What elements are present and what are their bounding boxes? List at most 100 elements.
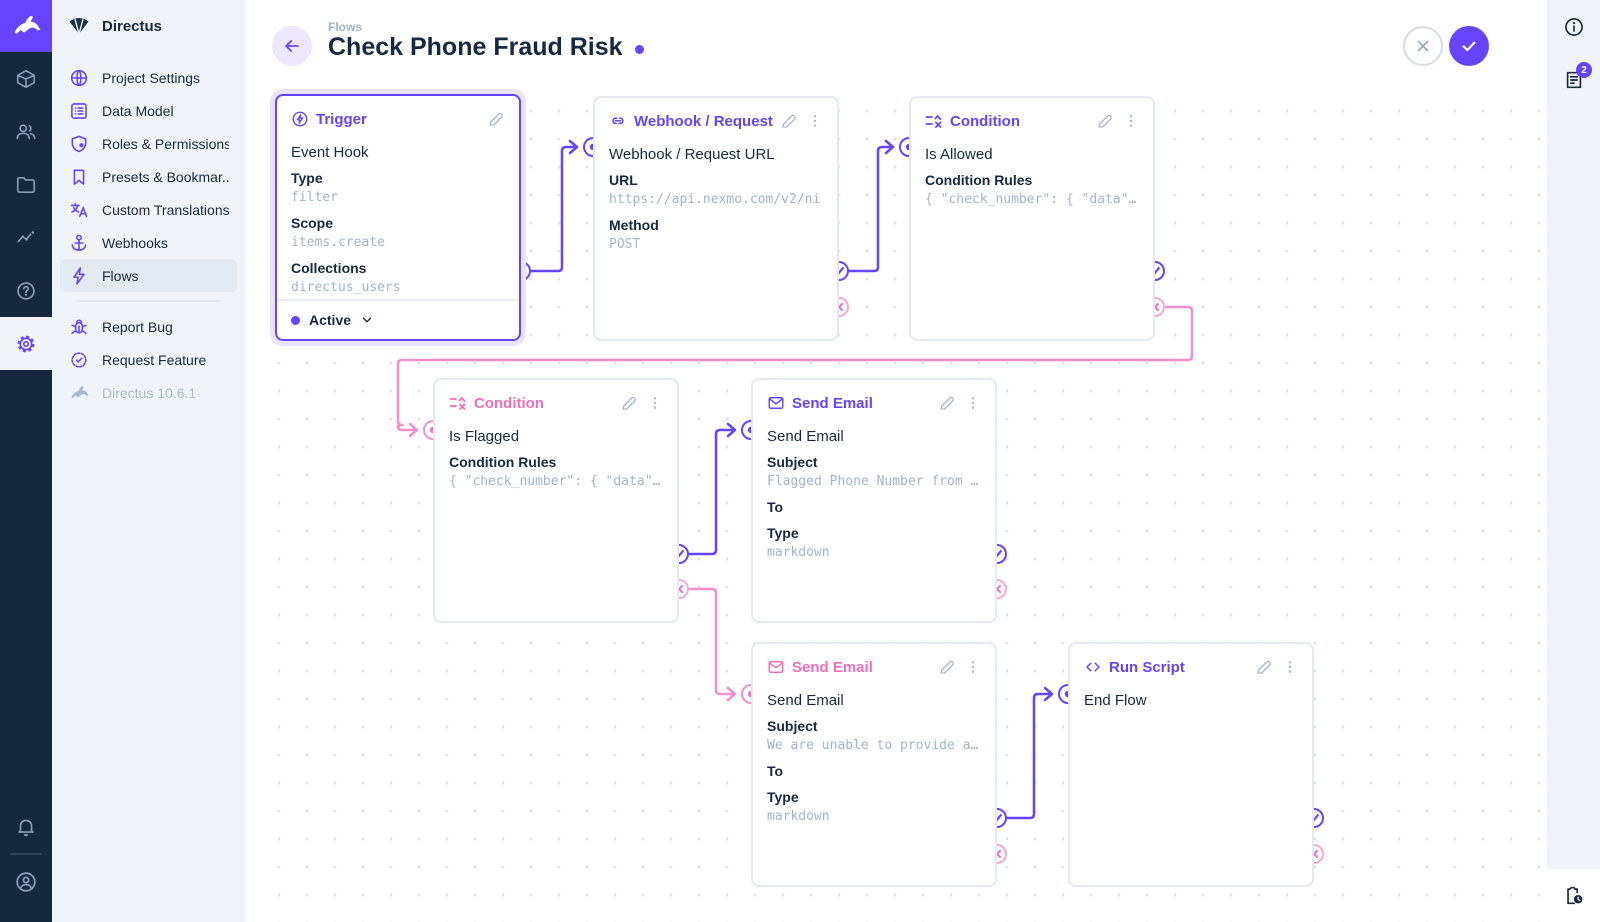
sidebar-item-webhooks[interactable]: Webhooks [60,226,237,259]
badge-check-icon [68,349,90,371]
field-label: Condition Rules [449,454,557,470]
module-divider [10,853,42,855]
folder-icon [16,176,36,193]
rabbit-icon [14,15,41,34]
info-button[interactable] [1547,0,1600,53]
sidebar-item-flows[interactable]: Flows [60,259,237,292]
sidebar-item-custom-translations[interactable]: Custom Translations [60,193,237,226]
edit-panel-button[interactable] [938,658,956,676]
module-settings[interactable] [0,317,52,370]
field-label: Method [609,217,659,233]
edit-panel-button[interactable] [938,394,956,412]
account-circle-icon [16,871,36,892]
save-button[interactable] [1449,26,1489,66]
flow-panel-webhook[interactable]: Webhook / Request URL Webhook / Request … [593,96,839,341]
field-label: Collections [291,260,367,276]
edit-panel-button[interactable] [1096,112,1114,130]
field-label: Subject [767,454,818,470]
sidebar-item-label: Data Model [102,102,174,119]
flow-canvas[interactable]: Flows Check Phone Fraud Risk Trigger Eve… [245,0,1547,922]
sidebar-item-label: Flows [102,267,139,284]
back-button[interactable] [272,26,312,66]
chevron-down-icon [360,313,374,327]
notes-button[interactable]: 2 [1547,53,1600,106]
insights-icon [17,230,35,242]
condition-rules-icon [449,394,467,412]
panel-title: Trigger [316,110,367,128]
module-help[interactable] [0,264,52,317]
notes-icon [1566,71,1581,88]
trigger-type: Event Hook [291,144,369,161]
mail-icon [767,394,785,412]
trigger-bolt-icon [291,110,309,128]
module-users[interactable] [0,105,52,158]
panel-menu-button[interactable] [807,113,823,129]
edit-panel-button[interactable] [620,394,638,412]
close-icon [1417,40,1429,52]
translate-icon [68,199,90,221]
panel-subtitle: Webhook / Request URL [609,146,775,163]
panel-subtitle: End Flow [1084,692,1147,709]
panel-menu-button[interactable] [1282,659,1298,675]
sidebar-item-label: Presets & Bookmar... [102,168,229,185]
flow-status-toggle[interactable]: Active [277,299,519,339]
panel-menu-button[interactable] [965,659,981,675]
sidebar-item-label: Request Feature [102,351,207,368]
account-button[interactable] [0,855,52,908]
field-label: Subject [767,718,818,734]
sidebar-item-project-settings[interactable]: Project Settings [60,61,237,94]
sidebar-item-report-bug[interactable]: Report Bug [60,310,237,343]
flow-panel-run-script[interactable]: Run Script End Flow [1068,642,1314,887]
notifications-button[interactable] [0,800,52,853]
panel-title: Webhook / Request URL [634,112,773,130]
bell-icon [18,819,34,836]
module-insights[interactable] [0,211,52,264]
field-value: https://api.nexmo.com/v2/ni [609,192,821,207]
gear-icon [17,335,35,352]
module-content[interactable] [0,52,52,105]
revisions-button[interactable] [1547,869,1600,922]
field-value: { "check_number": { "data"… [449,474,661,489]
panel-menu-button[interactable] [1123,113,1139,129]
page-header: Flows Check Phone Fraud Risk [245,0,1547,88]
field-value: items.create [291,235,385,250]
sidebar-item-roles-permissions[interactable]: Roles & Permissions [60,127,237,160]
shield-icon [68,133,90,155]
sidebar-item-request-feature[interactable]: Request Feature [60,343,237,376]
check-icon [1462,41,1476,52]
panel-title: Condition [950,112,1020,130]
sidebar-item-presets-bookmarks[interactable]: Presets & Bookmar... [60,160,237,193]
sidebar-item-label: Roles & Permissions [102,135,229,152]
field-label: To [767,499,784,515]
module-bar-bottom [0,800,52,922]
edit-panel-button[interactable] [780,112,798,130]
sidebar-item-label: Project Settings [102,69,201,86]
field-value: markdown [767,545,830,560]
flow-panel-condition-flagged[interactable]: Condition Is Flagged Condition Rules{ "c… [433,378,679,623]
field-label: To [767,763,784,779]
panel-menu-button[interactable] [647,395,663,411]
flow-panel-condition-allowed[interactable]: Condition Is Allowed Condition Rules{ "c… [909,96,1155,341]
bug-icon [68,316,90,338]
sidebar: Directus Project Settings Data Model Rol… [52,0,245,922]
project-name: Directus [102,17,163,35]
unsaved-changes-dot [634,45,644,54]
panel-title: Condition [474,394,544,412]
directus-logo[interactable] [0,0,52,52]
module-files[interactable] [0,158,52,211]
sidebar-item-label: Webhooks [102,234,168,251]
panel-menu-button[interactable] [965,395,981,411]
project-chooser[interactable]: Directus [52,0,245,52]
sidebar-item-data-model[interactable]: Data Model [60,94,237,127]
sidebar-item-label: Custom Translations [102,201,229,218]
discard-button[interactable] [1403,26,1443,66]
bolt-icon [68,265,90,287]
sidebar-divider [76,300,221,302]
breadcrumb[interactable]: Flows [328,20,363,34]
edit-panel-button[interactable] [487,110,505,128]
edit-panel-button[interactable] [1255,658,1273,676]
